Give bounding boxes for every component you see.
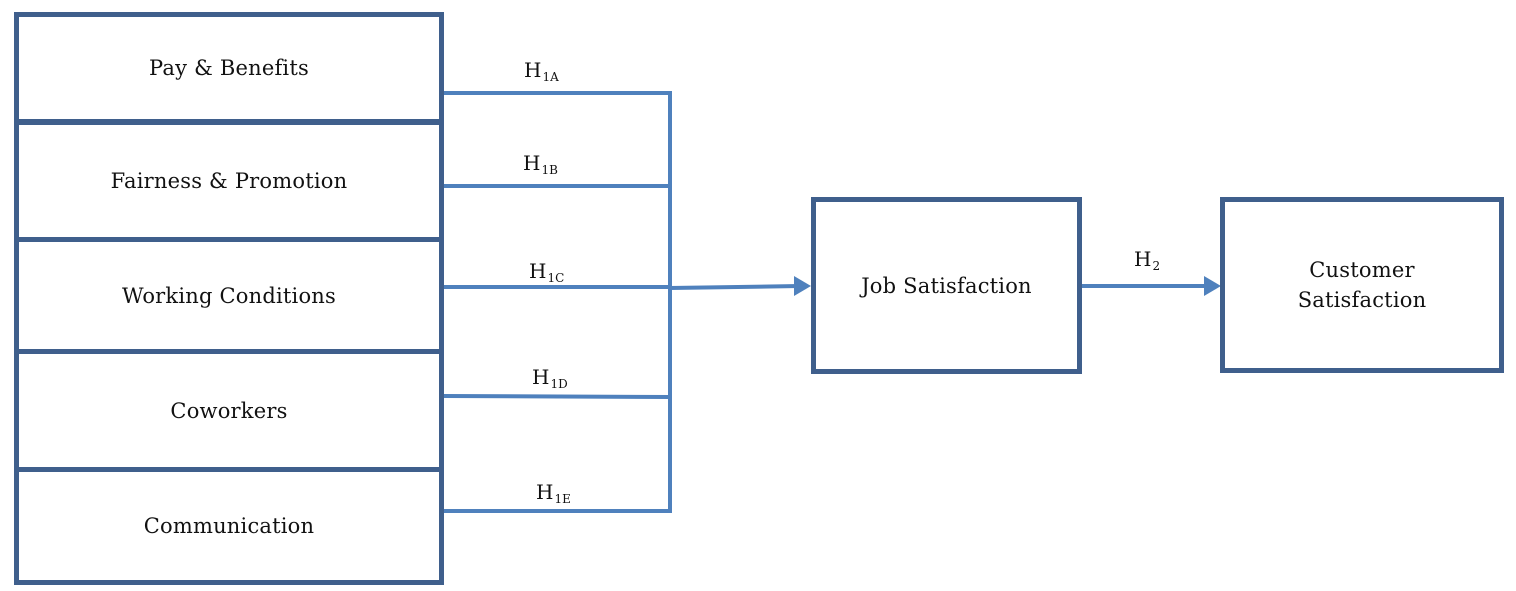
hypothesis-subscript: 1C (547, 271, 565, 285)
hypothesis-label-h1e: H1E (536, 480, 571, 506)
customer-satisfaction-line-2: Satisfaction (1297, 288, 1427, 312)
customer-satisfaction-line-1: Customer (1309, 258, 1415, 282)
hypothesis-label-h1b: H1B (523, 151, 558, 177)
hypothesis-label-h1d: H1D (532, 365, 568, 391)
arrow-to-job-satisfaction (669, 284, 801, 290)
job-satisfaction-label: Job Satisfaction (861, 273, 1032, 298)
arrowhead-to-customer-satisfaction (1204, 276, 1221, 296)
hypothesis-subscript: 1A (542, 70, 559, 84)
hypothesis-label-h1c: H1C (529, 259, 565, 285)
hypothesis-subscript: 1B (541, 163, 558, 177)
customer-satisfaction-text: Customer Satisfaction (1298, 255, 1427, 315)
factor-label: Pay & Benefits (149, 56, 309, 80)
hypothesis-main: H (1134, 247, 1152, 271)
factor-box-fairness-promotion: Fairness & Promotion (14, 120, 444, 242)
factor-box-pay-benefits: Pay & Benefits (14, 12, 444, 124)
hypothesis-main: H (524, 58, 542, 82)
hypothesis-subscript: 1E (554, 492, 571, 506)
connector-h1d (443, 394, 671, 399)
hypothesis-main: H (523, 151, 541, 175)
hypothesis-main: H (529, 259, 547, 283)
customer-satisfaction-box: Customer Satisfaction (1220, 197, 1504, 373)
factor-box-coworkers: Coworkers (14, 349, 444, 472)
hypothesis-label-h2: H2 (1134, 247, 1161, 273)
hypothesis-subscript: 2 (1152, 259, 1161, 273)
factor-box-communication: Communication (14, 467, 444, 585)
hypothesis-subscript: 1D (550, 377, 568, 391)
factor-label: Communication (143, 514, 315, 538)
hypothesis-main: H (532, 365, 550, 389)
factor-label: Fairness & Promotion (110, 169, 348, 193)
factor-box-working-conditions: Working Conditions (14, 237, 444, 354)
job-satisfaction-box: Job Satisfaction (811, 197, 1082, 374)
arrowhead-to-job-satisfaction (794, 276, 811, 296)
factor-label: Coworkers (170, 398, 288, 423)
hypothesis-main: H (536, 480, 554, 504)
factor-label: Working Conditions (121, 283, 337, 308)
hypothesis-label-h1a: H1A (524, 58, 559, 84)
